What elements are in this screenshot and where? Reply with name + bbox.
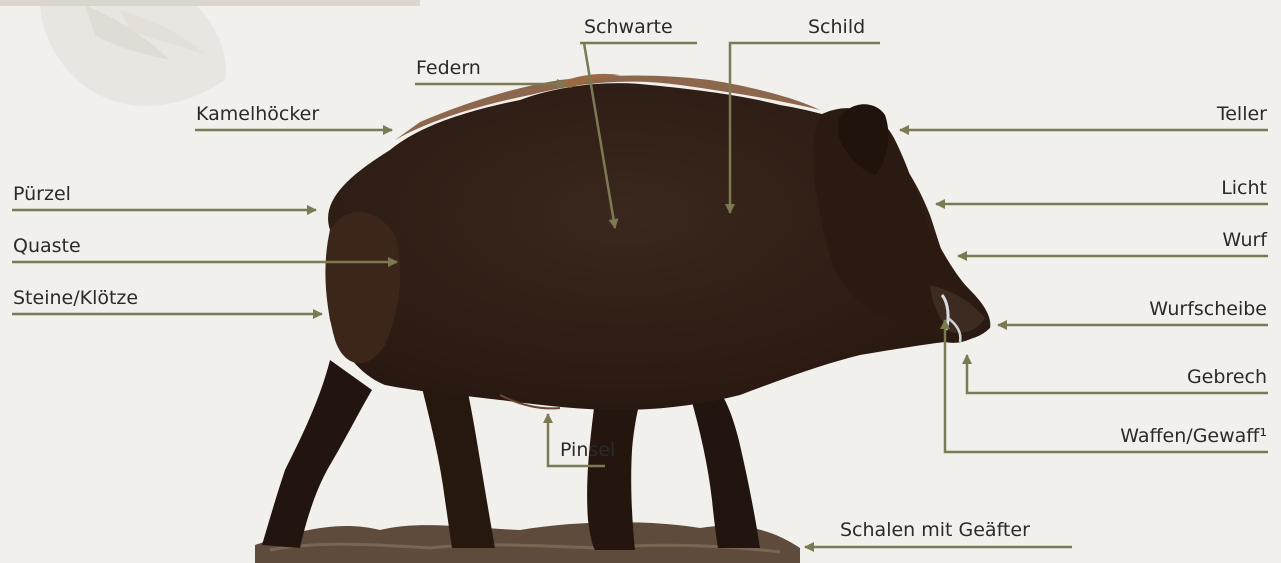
label-gebrech: Gebrech	[1187, 366, 1267, 388]
label-wurf: Wurf	[1222, 229, 1267, 251]
label-waffen: Waffen/Gewaff¹	[1120, 425, 1267, 447]
label-federn: Federn	[416, 57, 481, 79]
label-pinsel: Pinsel	[560, 439, 615, 461]
label-steine: Steine/Klötze	[13, 287, 138, 309]
wild-boar-illustration	[255, 74, 990, 563]
watermark-logo	[0, 0, 420, 106]
label-licht: Licht	[1221, 177, 1267, 199]
label-schalen: Schalen mit Geäfter	[840, 519, 1030, 541]
label-schild: Schild	[808, 16, 865, 38]
label-wurfscheibe: Wurfscheibe	[1149, 298, 1267, 320]
label-schwarte: Schwarte	[584, 16, 673, 38]
label-puerzel: Pürzel	[13, 183, 71, 205]
label-kamelhoecker: Kamelhöcker	[196, 103, 319, 125]
label-teller: Teller	[1217, 103, 1267, 125]
label-quaste: Quaste	[13, 235, 81, 257]
